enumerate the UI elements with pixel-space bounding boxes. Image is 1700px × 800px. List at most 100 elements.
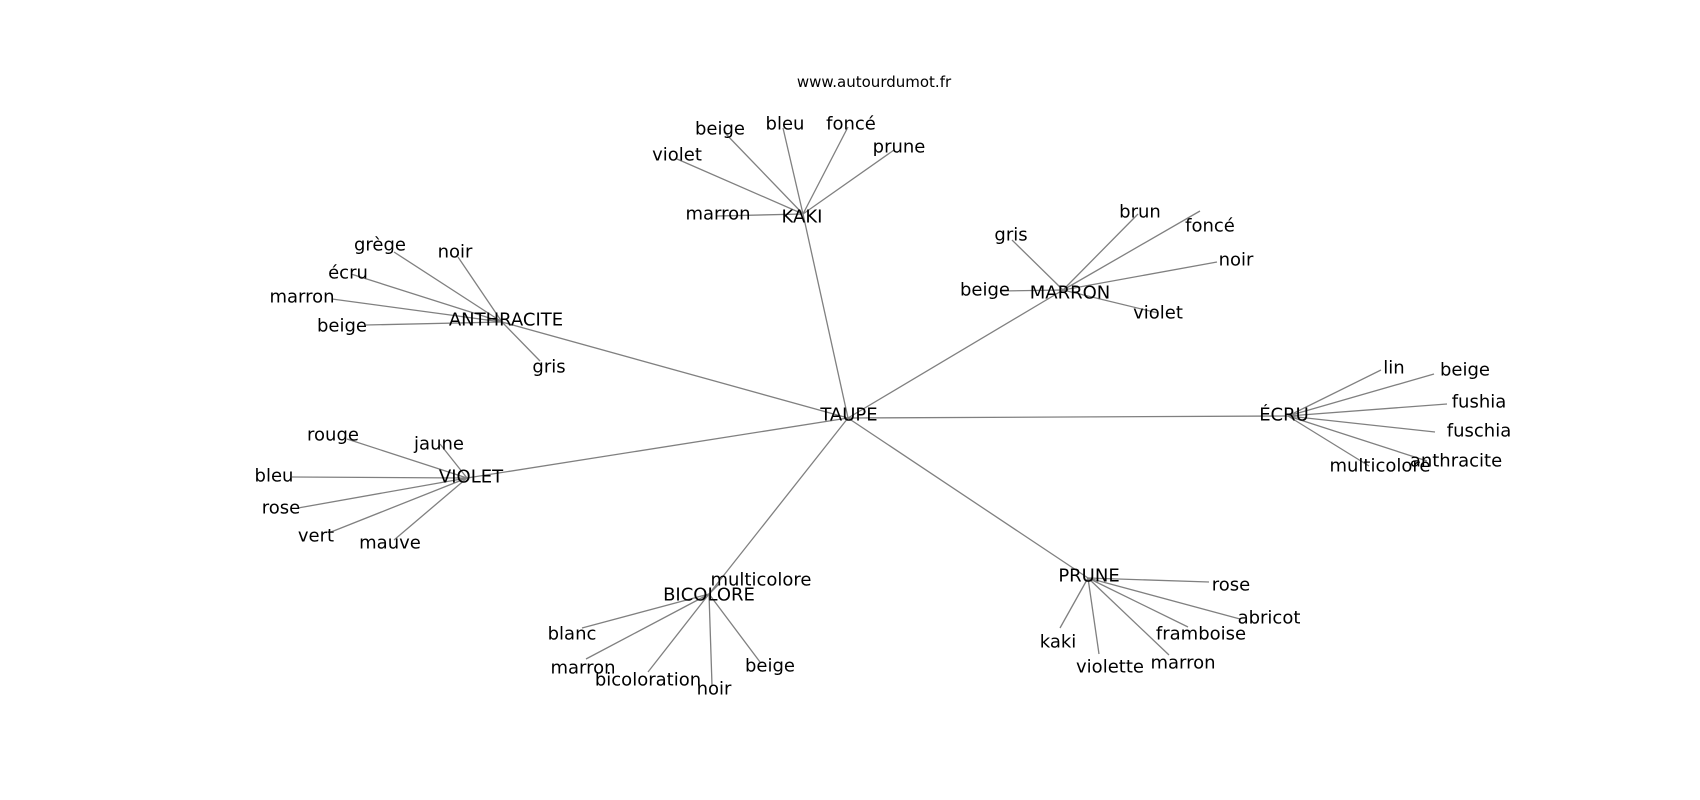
edges-layer	[291, 126, 1448, 686]
edge-hub-leaf	[1087, 577, 1100, 655]
node-leaf: noir	[697, 679, 732, 700]
node-leaf: noir	[438, 242, 473, 263]
edge-root-hub	[802, 213, 849, 419]
edge-hub-leaf	[1062, 289, 1159, 314]
node-leaf: marron	[1150, 653, 1215, 674]
node-leaf: vert	[298, 526, 334, 547]
node-hub: ANTHRACITE	[449, 310, 563, 331]
edge-hub-leaf	[346, 438, 468, 479]
edge-hub-leaf	[1087, 577, 1241, 620]
node-hub: KAKI	[782, 207, 823, 228]
edge-root-hub	[501, 321, 849, 419]
node-leaf: framboise	[1156, 624, 1246, 645]
edge-hub-leaf	[1287, 415, 1436, 433]
node-leaf: rose	[262, 498, 300, 519]
node-leaf: fushia	[1452, 392, 1507, 413]
node-leaf: beige	[317, 316, 367, 337]
node-leaf: violette	[1076, 657, 1144, 678]
edge-hub-leaf	[330, 477, 468, 533]
node-hub: MARRON	[1030, 283, 1111, 304]
node-leaf: prune	[873, 137, 926, 158]
edge-root-hub	[847, 289, 1064, 419]
edge-hub-leaf	[708, 583, 720, 595]
node-leaf: écru	[328, 263, 368, 284]
edge-hub-leaf	[1287, 415, 1428, 462]
node-leaf: beige	[960, 280, 1010, 301]
node-leaf: abricot	[1238, 608, 1301, 629]
node-leaf: marron	[550, 658, 615, 679]
edge-hub-leaf	[439, 443, 468, 479]
node-leaf: kaki	[1040, 632, 1077, 653]
node-hub: VIOLET	[439, 467, 504, 488]
edge-hub-leaf	[457, 256, 503, 323]
node-leaf: beige	[1440, 360, 1490, 381]
node-leaf: brun	[1119, 202, 1161, 223]
edge-root-hub	[847, 417, 1089, 579]
edge-hub-leaf	[1287, 373, 1435, 417]
edge-hub-leaf	[393, 251, 503, 323]
edge-hub-leaf	[676, 158, 804, 215]
edge-hub-leaf	[708, 593, 713, 686]
edge-hub-leaf	[1062, 213, 1139, 291]
node-leaf: violet	[1133, 303, 1183, 324]
node-leaf: lin	[1383, 358, 1404, 379]
node-leaf: bleu	[255, 466, 294, 487]
edge-hub-leaf	[1011, 239, 1064, 291]
node-leaf: beige	[745, 656, 795, 677]
edge-hub-leaf	[1087, 577, 1189, 628]
edge-hub-leaf	[782, 127, 804, 215]
node-leaf: foncé	[826, 114, 876, 135]
edge-hub-leaf	[1062, 261, 1218, 291]
node-root: TAUPE	[819, 405, 877, 426]
node-leaf: fuschia	[1447, 421, 1511, 442]
node-leaf: bicoloration	[595, 670, 701, 691]
edge-hub-leaf	[723, 131, 804, 215]
edge-hub-leaf	[350, 273, 503, 323]
edge-hub-leaf	[802, 126, 849, 215]
node-hub: PRUNE	[1058, 566, 1119, 587]
edge-hub-leaf	[708, 593, 761, 663]
node-leaf: gris	[532, 357, 565, 378]
node-leaf: gris	[994, 225, 1027, 246]
edge-hub-leaf	[1287, 415, 1370, 467]
edge-hub-leaf	[1062, 210, 1201, 291]
edge-hub-leaf	[297, 477, 468, 509]
node-leaf: marron	[685, 204, 750, 225]
edge-hub-leaf	[1087, 577, 1170, 656]
edge-hub-leaf	[802, 149, 895, 215]
edge-hub-leaf	[1287, 369, 1382, 417]
node-leaf: foncé	[1185, 216, 1235, 237]
edge-hub-leaf	[716, 213, 804, 217]
node-leaf: rose	[1212, 575, 1250, 596]
node-leaf: marron	[269, 287, 334, 308]
node-leaf: multicolore	[1329, 456, 1430, 477]
edge-hub-leaf	[585, 593, 710, 660]
edge-hub-leaf	[1287, 403, 1448, 417]
edge-hub-leaf	[365, 321, 503, 326]
edge-hub-leaf	[331, 298, 503, 323]
node-leaf: blanc	[548, 624, 597, 645]
node-leaf: rouge	[307, 425, 359, 446]
node-leaf: noir	[1219, 250, 1254, 271]
node-leaf: mauve	[359, 533, 421, 554]
edge-hub-leaf	[1087, 577, 1210, 583]
edge-hub-leaf	[647, 593, 710, 673]
edge-root-hub	[847, 415, 1289, 419]
node-leaf: grège	[354, 235, 406, 256]
edge-root-hub	[708, 417, 849, 595]
node-hub: ÉCRU	[1259, 404, 1309, 426]
node-leaf: multicolore	[710, 570, 811, 591]
node-leaf: beige	[695, 119, 745, 140]
edge-hub-leaf	[1059, 577, 1089, 629]
node-leaf: anthracite	[1410, 451, 1502, 472]
edge-hub-leaf	[581, 593, 710, 629]
edge-root-hub	[466, 417, 849, 479]
node-hub: BICOLORE	[663, 585, 755, 606]
node-leaf: bleu	[766, 114, 805, 135]
edge-hub-leaf	[291, 476, 468, 479]
watermark: www.autourdumot.fr	[797, 73, 952, 91]
edge-hub-leaf	[393, 477, 468, 541]
node-leaf: jaune	[413, 434, 464, 455]
